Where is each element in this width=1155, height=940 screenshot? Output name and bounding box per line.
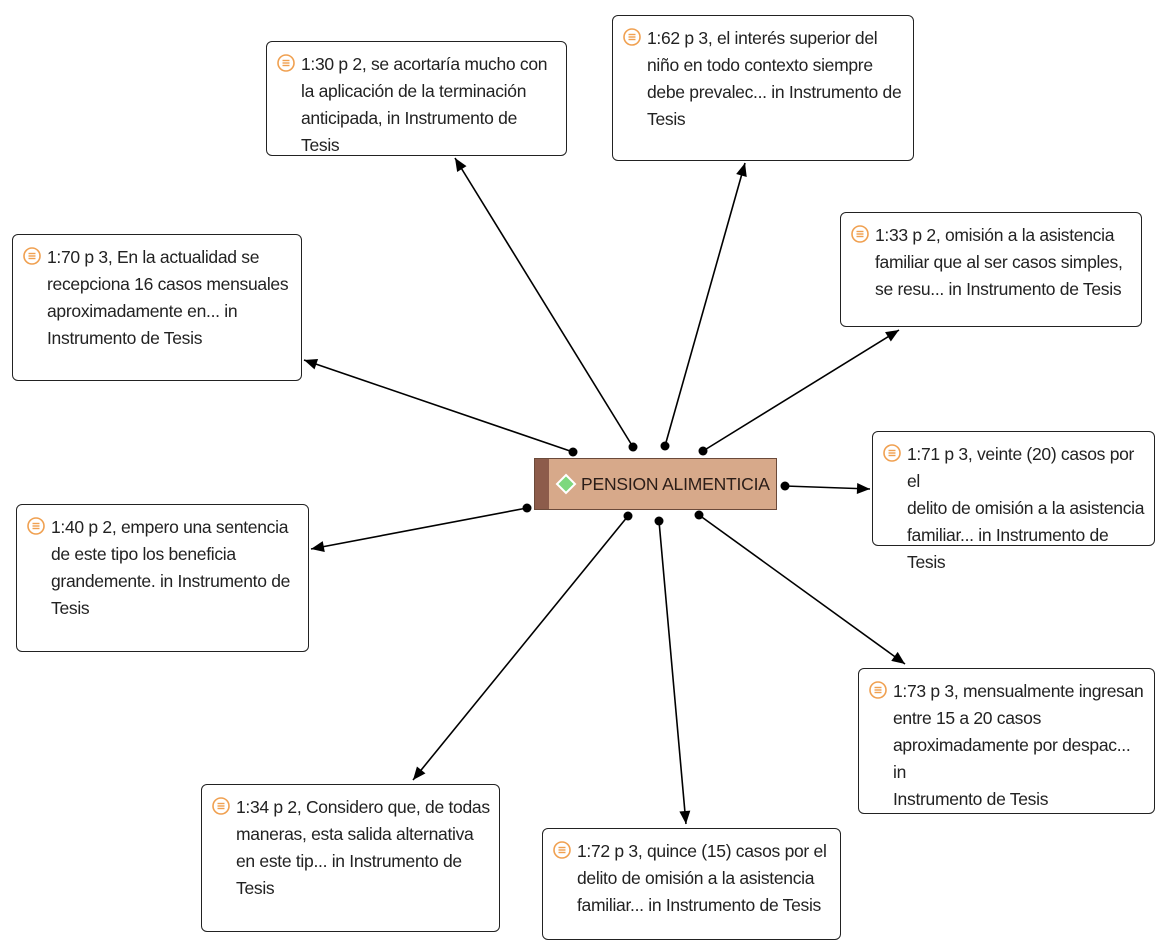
link-start-dot [780,481,790,491]
quote-node-1-33[interactable]: 1:33 p 2, omisión a la asistencia famili… [840,212,1142,327]
quotation-icon [883,444,901,462]
quote-node-1-72[interactable]: 1:72 p 3, quince (15) casos por el delit… [542,828,841,940]
link-start-dot [694,510,704,520]
link-start-dot [698,446,708,456]
code-label: PENSION ALIMENTICIA [581,473,770,494]
link-start-dot [628,442,638,452]
code-node-pension-alimenticia[interactable]: PENSION ALIMENTICIA [534,458,777,510]
quotation-icon [277,54,295,72]
link-1-73[interactable] [694,510,906,665]
quote-node-1-30[interactable]: 1:30 p 2, se acortaría mucho con la apli… [266,41,567,156]
link-start-dot [654,516,664,526]
arrowhead-icon [679,810,691,824]
quotation-icon [851,225,869,243]
quote-text: 1:30 p 2, se acortaría mucho con la apli… [301,54,548,155]
arrowhead-icon [311,541,325,552]
quote-node-1-62[interactable]: 1:62 p 3, el interés superior del niño e… [612,15,914,161]
quote-node-1-70[interactable]: 1:70 p 3, En la actualidad se recepciona… [12,234,302,381]
quotation-icon [23,247,41,265]
arrowhead-icon [736,163,747,178]
quote-text: 1:70 p 3, En la actualidad se recepciona… [47,247,289,348]
green-diamond-icon [555,473,577,495]
link-start-dot [660,441,670,451]
arrowhead-icon [856,483,870,495]
arrowhead-icon [413,766,426,780]
quote-text: 1:62 p 3, el interés superior del niño e… [647,28,902,129]
arrowhead-icon [885,330,899,342]
code-color-strip [535,459,549,509]
quote-text: 1:71 p 3, veinte (20) casos por el delit… [907,444,1145,572]
link-1-70[interactable] [303,359,578,457]
link-1-72[interactable] [654,516,691,825]
quote-text: 1:34 p 2, Considero que, de todas manera… [236,797,490,898]
quote-node-1-73[interactable]: 1:73 p 3, mensualmente ingresan entre 15… [858,668,1155,814]
quote-node-1-40[interactable]: 1:40 p 2, empero una sentencia de este t… [16,504,309,652]
quote-node-1-71[interactable]: 1:71 p 3, veinte (20) casos por el delit… [872,431,1155,572]
link-start-dot [568,447,578,457]
quotation-icon [553,841,571,859]
arrowhead-icon [304,359,319,370]
quotation-icon [869,681,887,699]
quotation-icon [212,797,230,815]
link-1-30[interactable] [454,157,638,452]
link-1-71[interactable] [780,481,871,495]
quote-text: 1:72 p 3, quince (15) casos por el delit… [577,841,827,915]
quote-node-1-34[interactable]: 1:34 p 2, Considero que, de todas manera… [201,784,500,932]
link-start-dot [522,503,532,513]
quotation-icon [27,517,45,535]
link-1-62[interactable] [660,162,747,451]
arrowhead-icon [455,158,467,172]
link-1-34[interactable] [412,511,633,781]
quote-text: 1:40 p 2, empero una sentencia de este t… [51,517,291,618]
arrowhead-icon [891,651,905,664]
quote-text: 1:33 p 2, omisión a la asistencia famili… [875,225,1123,299]
link-1-40[interactable] [310,503,532,552]
quotation-icon [623,28,641,46]
link-start-dot [623,511,633,521]
quote-text: 1:73 p 3, mensualmente ingresan entre 15… [893,681,1144,809]
link-1-33[interactable] [698,329,900,456]
